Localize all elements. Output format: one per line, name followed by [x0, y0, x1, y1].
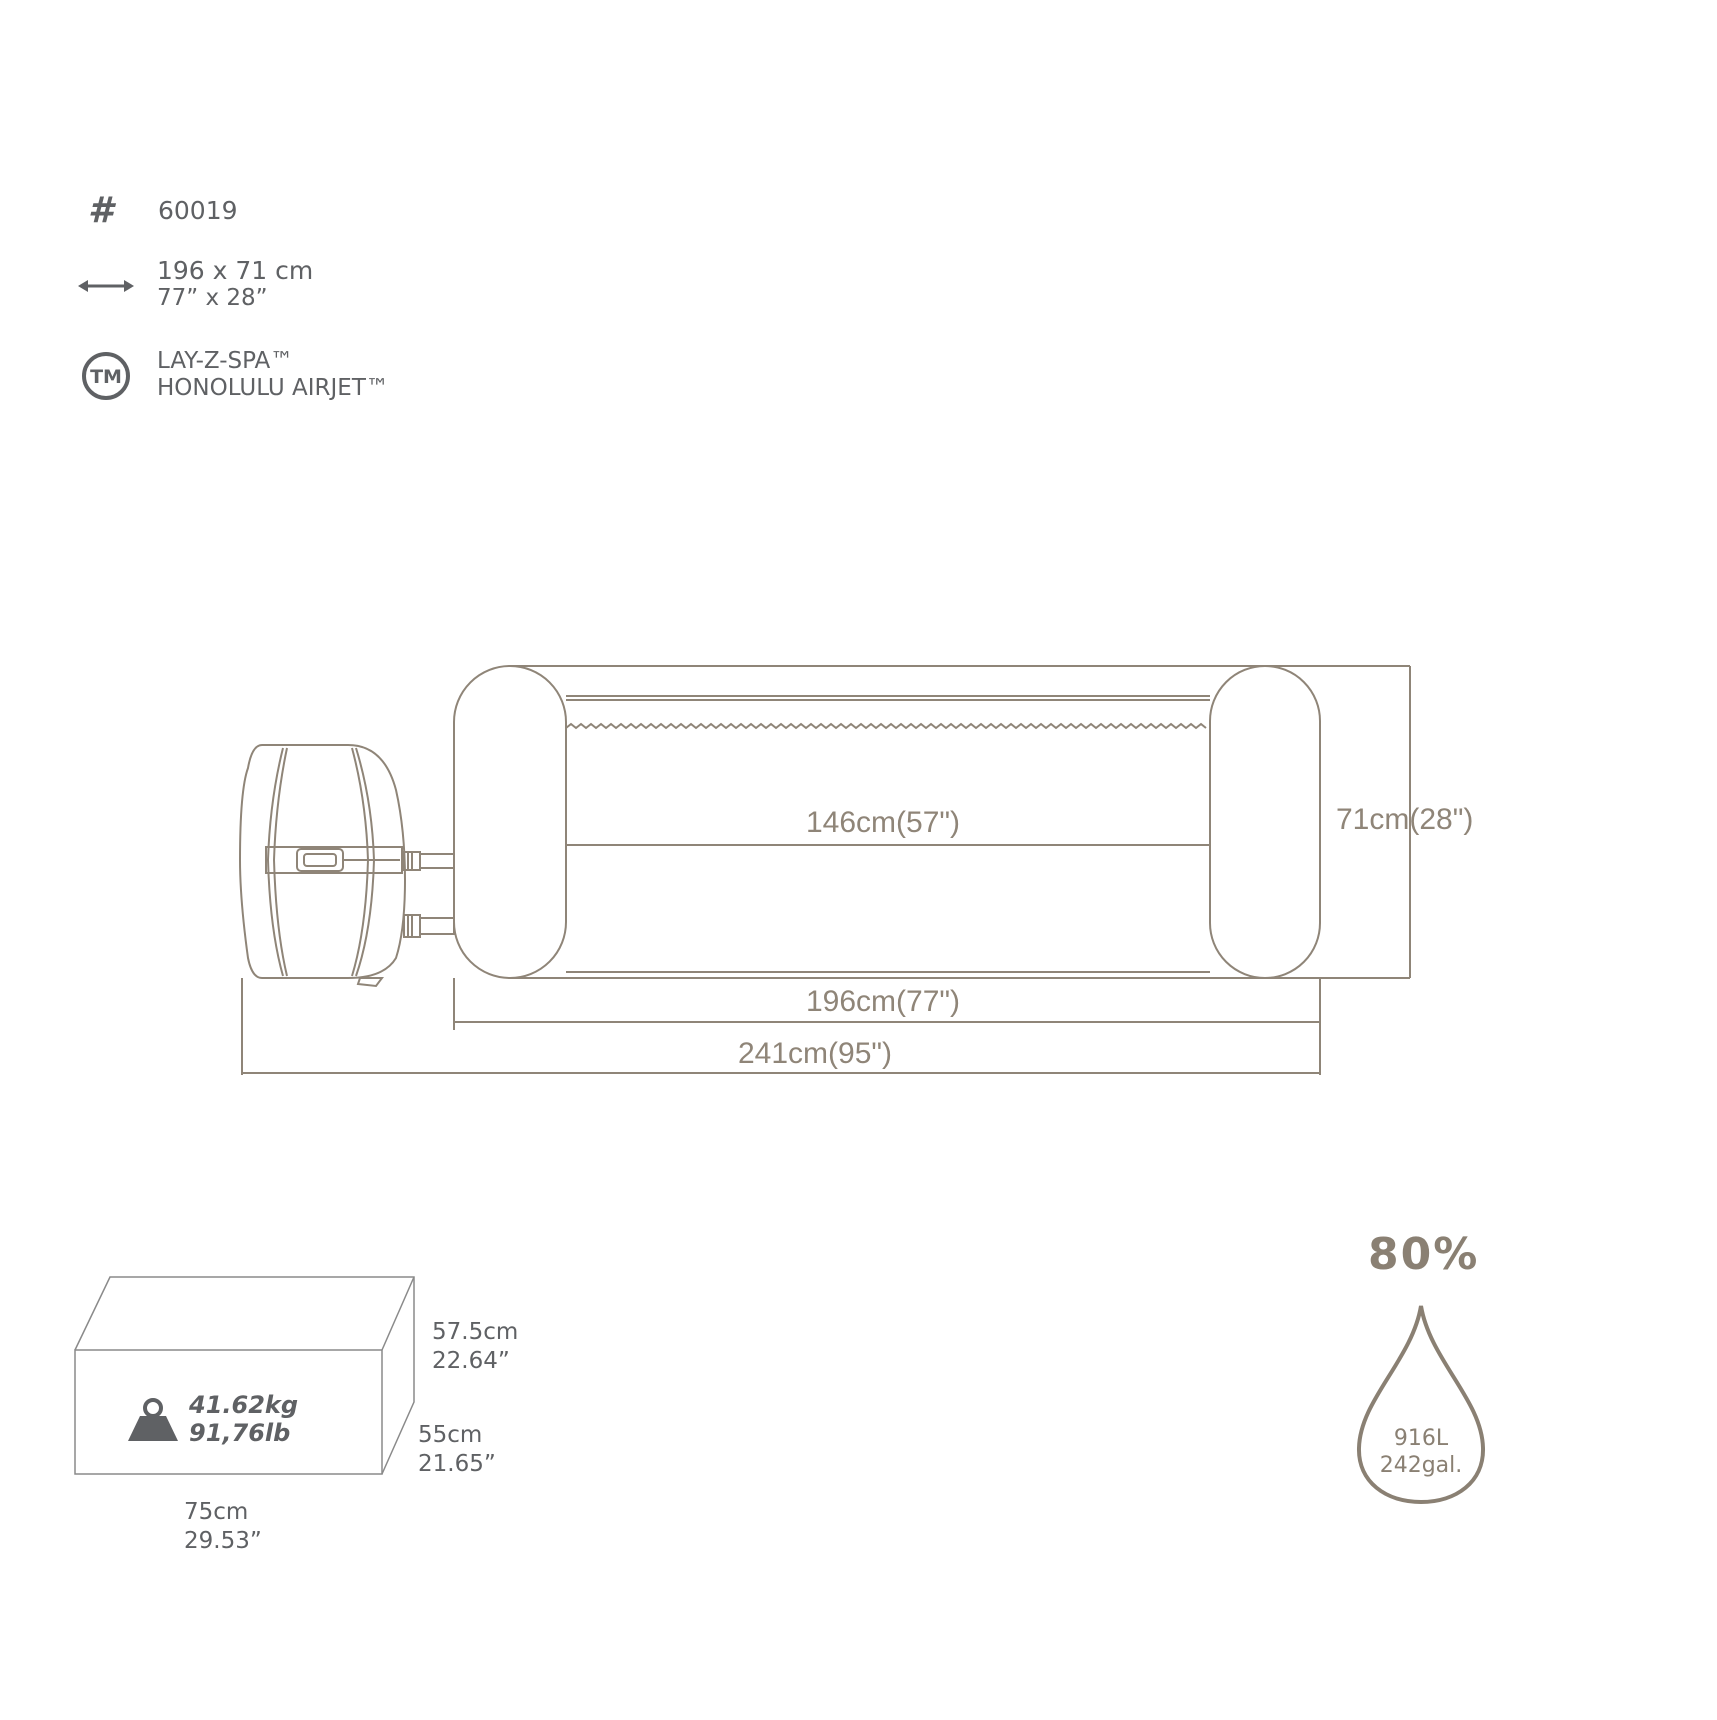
- volume-label: 916L 242gal.: [1350, 1425, 1492, 1479]
- weight-kg: 41.62kg: [189, 1391, 299, 1419]
- height-label: 71cm(28"): [1336, 803, 1474, 836]
- pump-unit: [238, 744, 407, 988]
- package-width-cm: 75cm: [184, 1499, 249, 1525]
- volume-gallons: 242gal.: [1379, 1453, 1463, 1478]
- double-arrow-icon: [78, 280, 134, 292]
- fill-percent: 80%: [1368, 1229, 1480, 1280]
- inner-length-label: 146cm(57"): [806, 806, 961, 839]
- trademark-icon: TM: [82, 352, 130, 400]
- water-line: [565, 722, 1207, 730]
- brand-line-2: HONOLULU AIRJET™: [157, 375, 389, 401]
- package-height-cm: 57.5cm: [432, 1319, 519, 1345]
- volume-liters: 916L: [1393, 1426, 1449, 1451]
- dimension-lines: [241, 665, 1411, 1075]
- package-depth-cm: 55cm: [418, 1422, 483, 1448]
- package-width-in: 29.53”: [184, 1528, 262, 1554]
- brand-line-1: LAY-Z-SPA™: [157, 348, 294, 374]
- package-height-in: 22.64”: [432, 1348, 510, 1374]
- svg-text:TM: TM: [90, 366, 122, 388]
- weight-lb: 91,76lb: [189, 1419, 291, 1447]
- water-drop-icon: [1356, 1305, 1486, 1505]
- package-depth-in: 21.65”: [418, 1451, 496, 1477]
- item-number: 60019: [158, 196, 238, 225]
- hash-icon: #: [88, 190, 114, 231]
- size-imperial: 77” x 28”: [157, 285, 268, 311]
- size-metric: 196 x 71 cm: [157, 256, 314, 285]
- total-length-label: 241cm(95"): [738, 1037, 893, 1070]
- weight-icon: [128, 1398, 178, 1441]
- outer-length-label: 196cm(77"): [806, 985, 961, 1018]
